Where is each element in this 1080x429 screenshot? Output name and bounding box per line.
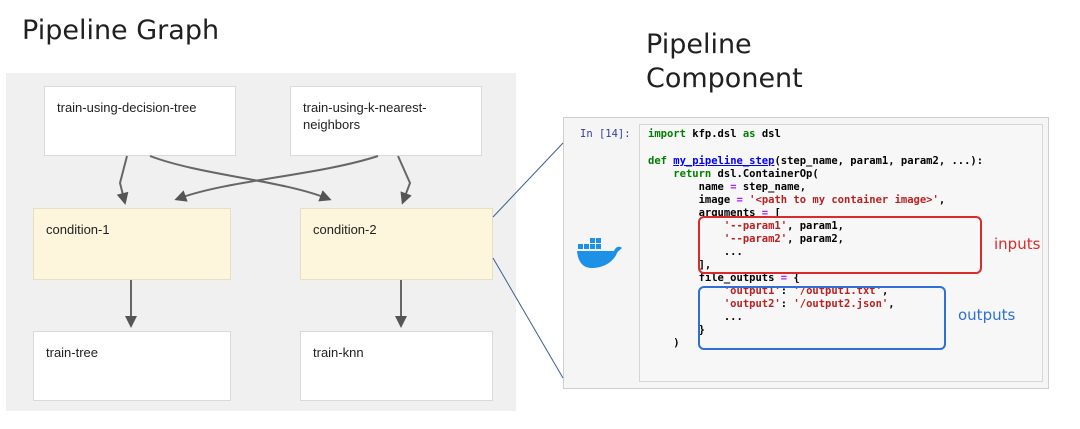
node-label: train-tree <box>46 345 99 360</box>
node-label: condition-2 <box>313 222 377 237</box>
outputs-label: outputs <box>958 306 1016 324</box>
code-line: ... <box>648 311 743 323</box>
code-line: image = '<path to my container image>', <box>648 194 946 206</box>
node-condition-1[interactable]: condition-1 <box>33 208 231 280</box>
node-label: train-knn <box>313 345 364 360</box>
code-line: 'output1': '/output1.txt', <box>723 285 889 297</box>
code-line: } <box>648 324 705 336</box>
code-line: ) <box>648 337 680 349</box>
outputs-highlight-box <box>698 286 946 350</box>
inputs-label: inputs <box>994 235 1041 253</box>
code-line: import kfp.dsl as dsl <box>648 128 781 140</box>
cell-prompt: In [14]: <box>580 128 631 140</box>
code-line: return dsl.ContainerOp( <box>673 168 819 180</box>
code-line: '--param2', param2, <box>723 233 844 245</box>
code-line: '--param1', param1, <box>723 220 844 232</box>
node-label: train-using-decision-tree <box>57 100 197 115</box>
pipeline-component-title: Pipeline Component <box>646 29 803 94</box>
code-cell[interactable] <box>639 124 1043 382</box>
code-screenshot-panel <box>563 117 1049 389</box>
node-train-tree[interactable]: train-tree <box>33 331 231 401</box>
node-train-using-k-nearest-neighbors[interactable]: train-using-k-nearest-neighbors <box>290 86 482 156</box>
node-train-using-decision-tree[interactable]: train-using-decision-tree <box>44 86 236 156</box>
inputs-highlight-box <box>698 216 982 274</box>
node-condition-2[interactable]: condition-2 <box>300 208 493 280</box>
docker-whale-icon <box>576 236 624 270</box>
node-label: condition-1 <box>46 222 110 237</box>
code-line: 'output2': '/output2.json', <box>723 298 895 310</box>
code-line: ... <box>648 246 743 258</box>
node-label: train-using-k-nearest-neighbors <box>303 100 427 132</box>
code-line: file_outputs = { <box>648 272 800 284</box>
node-train-knn[interactable]: train-knn <box>300 331 493 401</box>
code-line: def my_pipeline_step(step_name, param1, … <box>648 155 984 167</box>
pipeline-graph-title: Pipeline Graph <box>22 15 220 46</box>
code-line: name = step_name, <box>648 181 807 193</box>
